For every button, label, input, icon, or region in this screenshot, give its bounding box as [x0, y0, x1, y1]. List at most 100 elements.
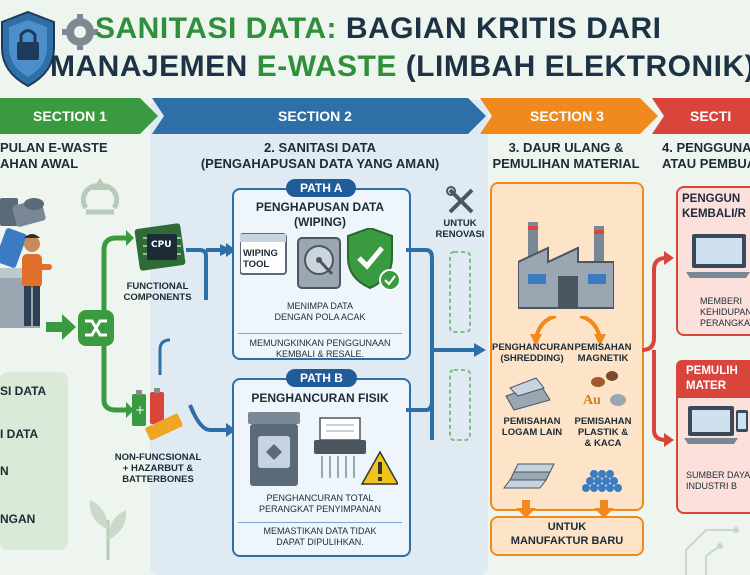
desc-line: PENGHANCURAN TOTAL [266, 493, 374, 503]
desc-line: MENIMPA DATA [286, 301, 353, 311]
title-line: PENGGUN [682, 193, 741, 205]
gold-label: Au [583, 393, 601, 408]
reuse-title: PENGGUN KEMBALI/R [682, 192, 750, 222]
recovered-devices-icon [684, 406, 748, 444]
nonfunctional-label: NON-FUNCSIONAL + HAZARBUT & BATTERBONES [108, 452, 208, 485]
page-title-line1: SANITASI DATA: BAGIAN KRITIS DARI [95, 12, 661, 46]
svg-text:+: + [135, 403, 145, 417]
section1-list-panel: SI DATA I DATA N NGAN [0, 372, 68, 550]
renovation-label: UNTUK RENOVASI [432, 218, 488, 240]
path-a-desc: MENIMPA DATA DENGAN POLA ACAK [250, 301, 390, 323]
list-item: I DATA [0, 427, 39, 441]
section3-heading: 3. DAUR ULANG & PEMULIHAN MATERIAL [486, 140, 646, 172]
arrow-icon [46, 314, 76, 340]
factory-icon [518, 222, 614, 309]
heading-line: 3. DAUR ULANG & [508, 140, 624, 155]
label-line: TOOL [243, 259, 270, 270]
path-b-note: MEMASTIKAN DATA TIDAK DAPAT DIPULIHKAN. [238, 522, 402, 548]
shuffle-icon [78, 310, 114, 346]
heading-line: (PENGAHAPUSAN DATA YANG AMAN) [200, 156, 440, 171]
section1-heading: PULAN E-WASTE AHAN AWAL [0, 140, 120, 172]
list-item: NGAN [0, 512, 36, 526]
manufacturing-box [490, 516, 644, 556]
section4-label: SECTI [690, 108, 732, 124]
note-line: MEMASTIKAN DATA TIDAK [263, 526, 377, 536]
material-recovery-title: PEMULIH MATER [686, 364, 750, 394]
label-line: PEMISAHAN [574, 416, 632, 427]
section1-label: SECTION 1 [33, 108, 107, 124]
title-line: MATER [686, 380, 727, 392]
path-b-desc: PENGHANCURAN TOTAL PERANGKAT PENYIMPANAN [240, 493, 400, 515]
label-line: UNTUK [443, 218, 477, 229]
plastic-separation-label: PEMISAHAN PLASTIK & & KACA [570, 416, 636, 449]
list-item: SI DATA [0, 384, 47, 398]
desc-line: KEHIDUPAN KED [700, 307, 750, 317]
desc-line: SUMBER DAYA [686, 470, 750, 480]
title-line: (WIPING) [294, 215, 346, 229]
section3-panel [490, 182, 644, 511]
warning-icon [360, 450, 398, 485]
functional-components-label: FUNCTIONAL COMPONENTS [115, 281, 200, 303]
material-recovery-desc: SUMBER DAYA INDUSTRI B [682, 470, 750, 492]
laptop-icon [686, 234, 750, 278]
path-a-tag: PATH A [286, 179, 357, 197]
title-line: PEMULIH [686, 365, 738, 377]
output-materials [503, 463, 622, 492]
section2-label: SECTION 2 [278, 108, 352, 124]
title-text: (LIMBAH ELEKTRONIK) [396, 50, 750, 83]
title-highlight: SANITASI DATA: [95, 12, 337, 45]
flow-arrows-to-paths [158, 243, 236, 437]
crusher-icon [248, 412, 300, 486]
wiping-illustration [240, 228, 400, 291]
downward-arrows [516, 500, 614, 518]
title-text: MANAJEMEN [50, 50, 257, 83]
materials-icons [505, 371, 626, 411]
title-highlight: E-WASTE [256, 50, 397, 83]
reuse-desc: MEMBERI KEHIDUPAN KED PERANGKAT [682, 296, 750, 329]
label-line: BATTERBONES [122, 474, 194, 485]
title-line: KEMBALI/R [682, 208, 746, 220]
wiping-tool-label: WIPING TOOL [243, 248, 287, 270]
section4-heading: 4. PENGGUNA ATAU PEMBUA [662, 140, 750, 172]
desc-line: PERANGKAT [700, 318, 750, 328]
heading-line: 4. PENGGUNA [662, 140, 750, 155]
desc-line: INDUSTRI B [686, 481, 738, 491]
list-item: N [0, 464, 9, 478]
metal-ingots-icon [503, 463, 555, 489]
desc-line: MEMBERI [700, 296, 743, 306]
metal-separation-label: PEMISAHAN LOGAM LAIN [492, 416, 572, 438]
desc-line: DENGAN POLA ACAK [274, 312, 366, 322]
scrap-metal-icon [505, 377, 551, 411]
heading-line: AHAN AWAL [0, 156, 79, 171]
label-line: COMPONENTS [123, 292, 192, 303]
label-line: PEMISAHAN [503, 416, 561, 427]
heading-line: PULAN E-WASTE [0, 140, 108, 155]
header-icons [0, 10, 98, 88]
heading-line: 2. SANITASI DATA [264, 140, 376, 155]
manufacturing-label: UNTUK MANUFAKTUR BARU [490, 520, 644, 548]
section2-heading: 2. SANITASI DATA (PENGAHAPUSAN DATA YANG… [160, 140, 480, 172]
label-line: RENOVASI [435, 229, 485, 240]
label-line: NON-FUNCSIONAL [114, 452, 202, 463]
section-arrows [0, 98, 750, 134]
shield-lock-icon [0, 10, 55, 88]
page-title-line2: MANAJEMEN E-WASTE (LIMBAH ELEKTRONIK) [50, 50, 750, 84]
title-line: PENGHAPUSAN DATA [255, 200, 385, 214]
path-b-tag: PATH B [286, 369, 357, 387]
path-a-note: MEMUNGKINKAN PENGGUNAAN KEMBALI & RESALE… [238, 333, 402, 360]
label-line: UNTUK [547, 521, 587, 533]
heading-line: ATAU PEMBUA [662, 156, 750, 171]
gear-icon [62, 14, 98, 50]
tools-icon [446, 186, 474, 214]
section3-label: SECTION 3 [530, 108, 604, 124]
label-line: WIPING [243, 248, 278, 259]
label-line: LOGAM LAIN [501, 427, 563, 438]
heading-line: PEMULIHAN MATERIAL [492, 156, 640, 171]
pellets-icon [582, 470, 622, 492]
label-line: PLASTIK & [577, 427, 629, 438]
title-text: BAGIAN KRITIS DARI [336, 12, 662, 45]
branch-arrows [101, 230, 134, 418]
factory-arrows [530, 316, 606, 346]
hard-drive-icon [297, 237, 341, 289]
section1-illustration [0, 178, 120, 328]
